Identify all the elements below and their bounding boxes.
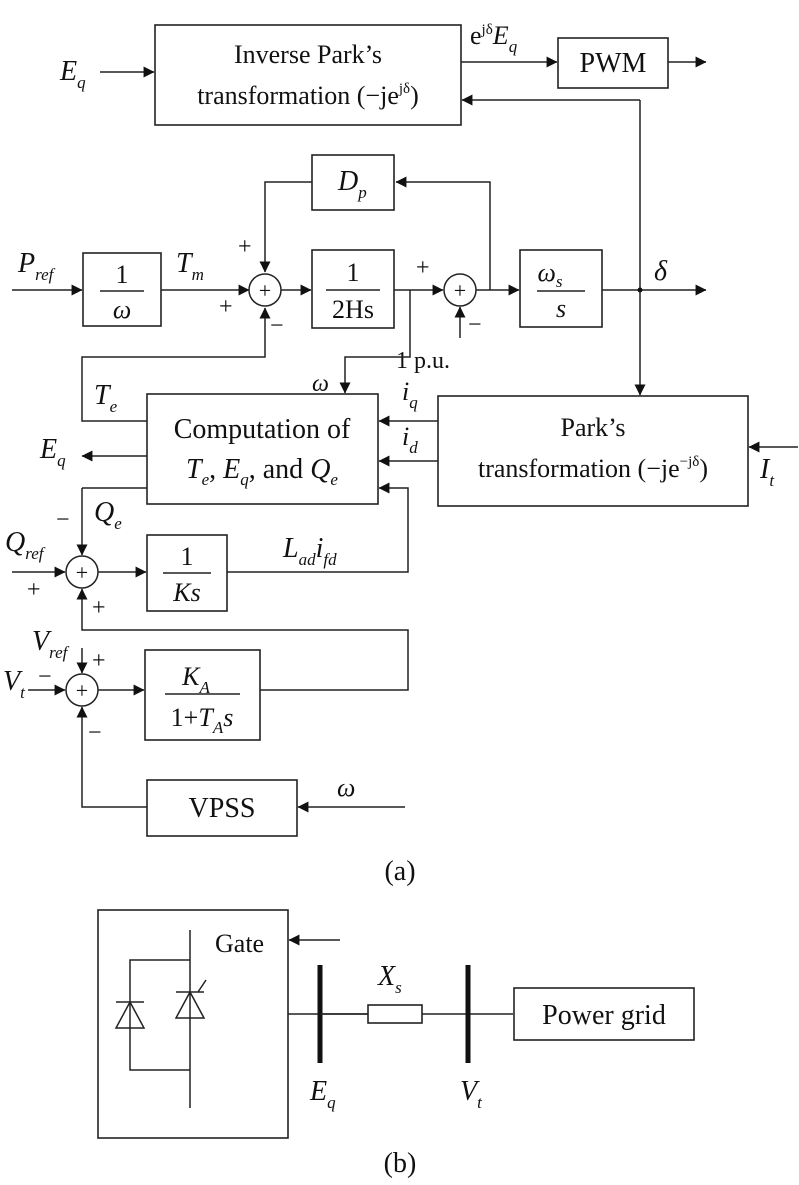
vt-bus-label: Vt xyxy=(460,1076,483,1112)
pref-label: Pref xyxy=(17,248,56,284)
delta-label: δ xyxy=(654,256,668,287)
angle-integrator-block xyxy=(519,249,603,328)
eq-output-label: Eq xyxy=(39,434,66,470)
inertia-num: 1 xyxy=(347,258,360,287)
computation-line2: Te, Eq, and Qe xyxy=(186,454,338,489)
pwm-label: PWM xyxy=(580,48,647,79)
reactive-integrator-num: 1 xyxy=(181,542,194,571)
inertia-den: 2Hs xyxy=(332,295,374,324)
inertia-block xyxy=(311,249,395,329)
dp-label: Dp xyxy=(337,166,367,202)
inverse-park-line1: Inverse Park’s xyxy=(234,40,382,69)
computation-block xyxy=(146,393,379,505)
vpss-block xyxy=(146,779,298,837)
q-sum-plus-glyph: + xyxy=(76,560,88,585)
q-sum-qref-sign: + xyxy=(27,577,41,603)
speed-sum-pu-sign: − xyxy=(468,312,482,338)
id-label: id xyxy=(402,422,418,457)
eq-input-label: Eq xyxy=(59,56,86,92)
lad-ifd-label: Ladifd xyxy=(282,533,337,569)
reactive-integrator-den: Ks xyxy=(172,578,200,607)
power-grid-block xyxy=(513,987,695,1041)
q-sum-avr-sign: + xyxy=(92,595,106,621)
v-sum-vt-sign: − xyxy=(38,664,52,690)
vpss-label: VPSS xyxy=(189,793,256,824)
torque-sum-dp-sign: + xyxy=(238,234,252,260)
reactance-xs xyxy=(367,1004,423,1024)
avr-den: 1+TAs xyxy=(171,703,234,737)
omega-label: ω xyxy=(312,371,329,397)
gate-label: Gate xyxy=(215,929,264,958)
angle-integrator-den: s xyxy=(556,294,566,323)
q-sum-qe-sign: − xyxy=(56,507,70,533)
qe-label: Qe xyxy=(94,497,122,533)
vt-input-label: Vt xyxy=(3,666,26,702)
lad-ifd-arrow xyxy=(227,482,409,573)
xs-label: Xs xyxy=(377,961,402,997)
damping-block xyxy=(311,154,395,211)
it-label: It xyxy=(759,454,775,490)
park-line1: Park’s xyxy=(561,413,626,442)
iq-label: iq xyxy=(402,377,418,412)
park-line2: transformation (−je−jδ) xyxy=(478,454,708,483)
vpss-omega-label: ω xyxy=(337,773,355,802)
inverse-park-line2: transformation (−jejδ) xyxy=(197,81,419,110)
v-sum-vref-sign: + xyxy=(92,648,106,674)
one-pu-label: 1 p.u. xyxy=(396,348,450,374)
inverse-omega-num: 1 xyxy=(116,260,129,289)
torque-sum-plus-glyph: + xyxy=(259,278,271,303)
te-label: Te xyxy=(94,380,118,416)
vpss-to-v-sum-arrow xyxy=(76,706,147,808)
omega-to-dp-arrow xyxy=(395,176,491,290)
v-sum-plus-glyph: + xyxy=(76,678,88,703)
te-feedback-arrow xyxy=(81,307,271,422)
switch-diode-thyristor-icon xyxy=(114,930,207,1108)
torque-sum-tm-sign: + xyxy=(219,294,233,320)
omega-to-computation-arrow xyxy=(339,290,411,394)
ejdelta-eq-label: ejδEq xyxy=(470,21,518,56)
inverse-omega-block xyxy=(82,252,162,327)
avr-to-q-sum-arrow xyxy=(76,588,409,691)
vref-label: Vref xyxy=(32,626,70,662)
eq-bus-label: Eq xyxy=(309,1076,336,1112)
park-block xyxy=(437,395,749,507)
tm-label: Tm xyxy=(176,248,204,284)
computation-line1: Computation of xyxy=(174,414,351,445)
speed-sum-omega-sign: + xyxy=(416,255,430,281)
dp-to-sum-arrow xyxy=(259,181,312,273)
torque-sum-te-sign: − xyxy=(270,313,284,339)
caption-b: (b) xyxy=(384,1148,417,1179)
avr-block xyxy=(144,649,261,741)
speed-sum-plus-glyph: + xyxy=(454,278,466,303)
pwm-block xyxy=(557,37,669,89)
angle-integrator-num: ωs xyxy=(538,258,563,291)
avr-num: KA xyxy=(181,662,210,697)
power-grid-label: Power grid xyxy=(542,1000,666,1031)
v-sum-vpss-sign: − xyxy=(88,720,102,746)
delta-junction-dot xyxy=(637,287,643,293)
caption-a: (a) xyxy=(384,856,415,887)
inverse-park-block xyxy=(154,24,462,126)
qref-label: Qref xyxy=(5,527,46,563)
inverse-omega-den: ω xyxy=(113,295,131,324)
